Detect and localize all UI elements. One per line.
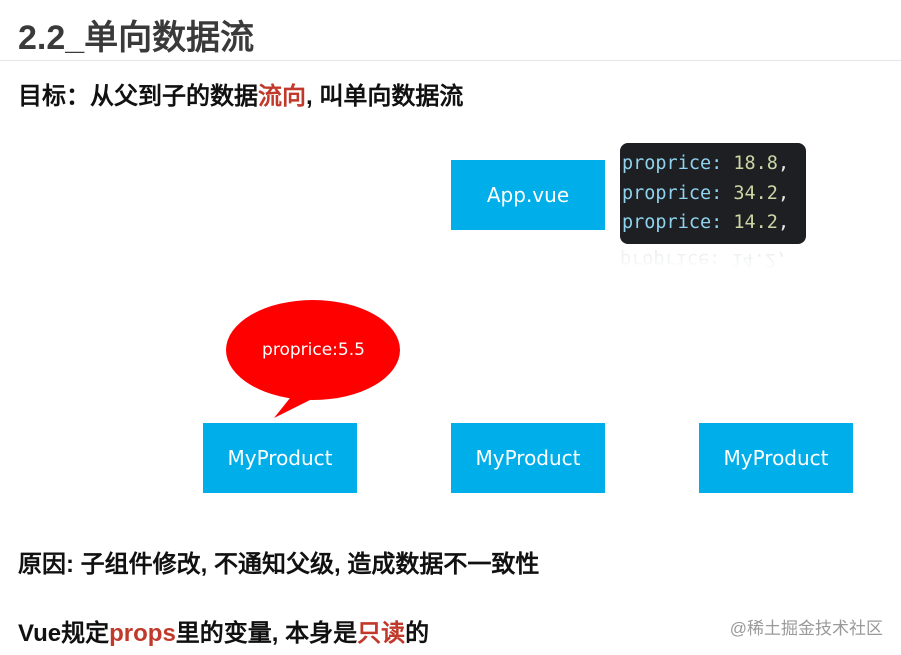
code-line: proprice: 18.8, <box>622 149 806 179</box>
rule-middle: 里的变量, 本身是 <box>175 620 358 647</box>
code-key: proprice: <box>622 182 723 204</box>
code-value: 34.2 <box>733 182 778 204</box>
speech-bubble-text: proprice:5.5 <box>262 340 365 360</box>
my-product-box: MyProduct <box>203 423 357 493</box>
my-product-label: MyProduct <box>227 446 333 470</box>
code-value: 18.8 <box>733 153 778 174</box>
code-key: proprice: <box>622 212 723 233</box>
title-divider <box>0 60 901 61</box>
speech-bubble-shape <box>274 398 312 418</box>
my-product-label: MyProduct <box>475 446 581 470</box>
reason-text: 原因: 子组件修改, 不通知父级, 造成数据不一致性 <box>18 551 540 578</box>
slide-title: 2.2_单向数据流 <box>18 19 255 57</box>
code-trail: , <box>777 212 790 233</box>
watermark: @稀土掘金技术社区 <box>729 619 883 638</box>
code-line: proprice: 34.2, <box>622 179 806 209</box>
my-product-box: MyProduct <box>451 423 605 493</box>
rule-text: Vue规定props里的变量, 本身是只读的 <box>18 613 429 648</box>
speech-bubble-body <box>226 300 400 400</box>
app-vue-box: App.vue <box>451 160 605 230</box>
code-line: proprice: 14.2, <box>622 208 806 238</box>
app-vue-label: App.vue <box>486 183 570 207</box>
goal-highlight: 流向 <box>258 83 306 110</box>
rule-prefix: Vue规定 <box>18 620 110 647</box>
rule-highlight-props: props <box>109 620 176 647</box>
code-trail: , <box>777 182 790 204</box>
goal-text: 目标：从父到子的数据流向, 叫单向数据流 <box>18 76 463 111</box>
my-product-box: MyProduct <box>699 423 853 493</box>
goal-prefix: 目标：从父到子的数据 <box>18 83 258 110</box>
code-popup: proprice: 18.8, proprice: 34.2, proprice… <box>620 143 806 244</box>
rule-highlight-readonly: 只读 <box>357 620 406 647</box>
code-key: proprice: <box>622 153 723 174</box>
goal-suffix: , 叫单向数据流 <box>306 83 464 110</box>
code-trail: , <box>777 153 790 174</box>
rule-suffix: 的 <box>405 620 430 647</box>
my-product-label: MyProduct <box>723 446 829 470</box>
code-value: 14.2 <box>733 212 778 233</box>
